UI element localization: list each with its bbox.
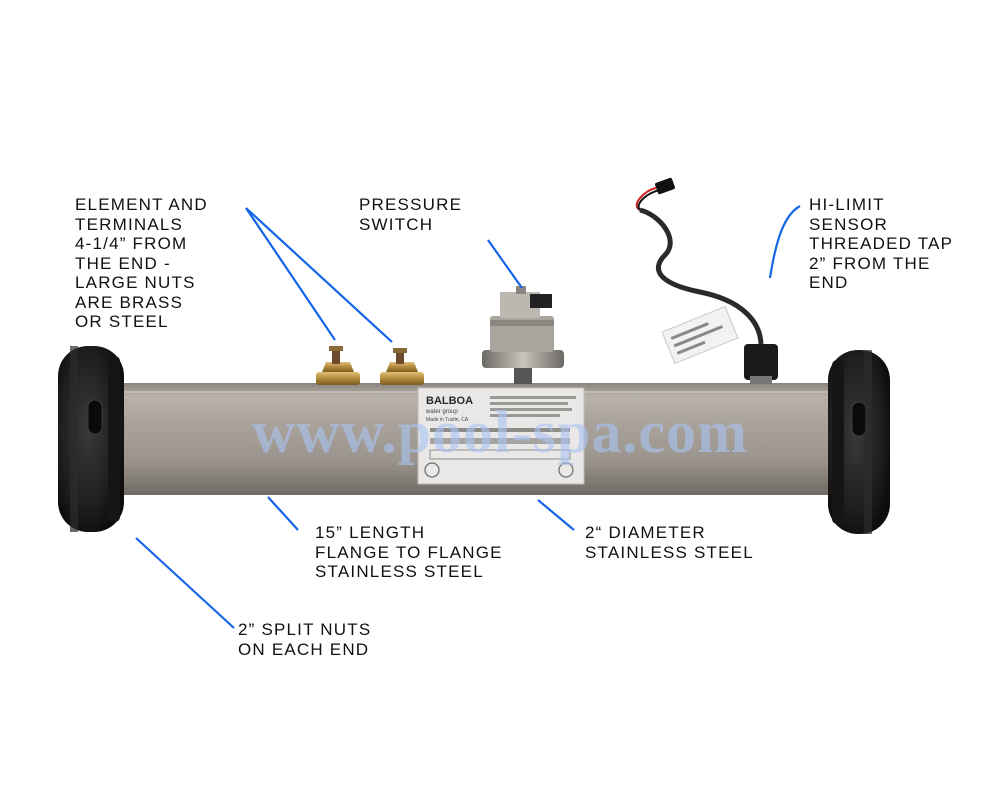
ul-mark-icon: [424, 462, 440, 478]
callout-line: 15” LENGTH: [315, 523, 426, 542]
callout-line: STAINLESS STEEL: [585, 542, 754, 562]
callout-line: SWITCH: [359, 214, 434, 234]
callout-line: END: [809, 273, 849, 292]
callout-line: LARGE NUTS: [75, 273, 196, 292]
callout-line: 4-1/4” FROM: [75, 234, 188, 253]
callout-hi-limit-sensor: HI-LIMIT SENSOR THREADED TAP 2” FROM THE…: [809, 195, 953, 293]
callout-line: 2“ DIAMETER: [585, 523, 706, 542]
callout-pressure-switch: PRESSURE SWITCH: [359, 195, 462, 234]
pressure-switch: [482, 286, 564, 384]
leader-line-length: [267, 496, 299, 531]
element-terminal-right: [380, 348, 424, 385]
callout-line: FLANGE TO FLANGE: [315, 542, 503, 562]
callout-line: HI-LIMIT: [809, 195, 885, 214]
callout-line: 2” FROM THE: [809, 253, 931, 273]
callout-line: OR STEEL: [75, 312, 169, 331]
callout-line: SENSOR: [809, 214, 888, 234]
right-split-nut: [828, 350, 890, 534]
label-brand-sub: water group: [425, 409, 458, 415]
leader-line-hi-limit: [768, 205, 801, 279]
ul-mark-icon: [558, 462, 574, 478]
callout-line: ON EACH END: [238, 639, 370, 659]
callout-length: 15” LENGTH FLANGE TO FLANGE STAINLESS ST…: [315, 523, 503, 582]
watermark: www.pool-spa.com: [251, 399, 749, 465]
callout-line: 2” SPLIT NUTS: [238, 620, 372, 639]
callout-diameter: 2“ DIAMETER STAINLESS STEEL: [585, 523, 754, 562]
leader-line-element-2: [245, 207, 393, 343]
leader-lines: [135, 205, 801, 629]
label-brand: BALBOA: [426, 395, 473, 407]
leader-line-pressure-switch: [487, 239, 523, 289]
callout-line: THE END -: [75, 253, 171, 273]
hi-limit-sensor: [635, 177, 778, 384]
leader-line-diameter: [537, 499, 575, 531]
element-terminal-left: [316, 346, 360, 385]
label-made-in: Made in Tustin, CA: [426, 417, 469, 423]
callout-line: ARE BRASS: [75, 292, 184, 312]
callout-line: ELEMENT AND: [75, 195, 208, 214]
left-split-nut: [58, 346, 124, 532]
product-label: BALBOA water group Made in Tustin, CA: [417, 387, 585, 485]
callout-line: PRESSURE: [359, 195, 463, 214]
callout-line: TERMINALS: [75, 214, 184, 234]
callout-line: THREADED TAP: [809, 234, 954, 253]
callout-element-terminals: ELEMENT AND TERMINALS 4-1/4” FROM THE EN…: [75, 195, 208, 332]
callout-split-nuts: 2” SPLIT NUTS ON EACH END: [238, 620, 371, 659]
leader-line-element-1: [245, 207, 336, 341]
callout-line: STAINLESS STEEL: [315, 562, 484, 581]
leader-line-split-nuts: [135, 537, 235, 629]
